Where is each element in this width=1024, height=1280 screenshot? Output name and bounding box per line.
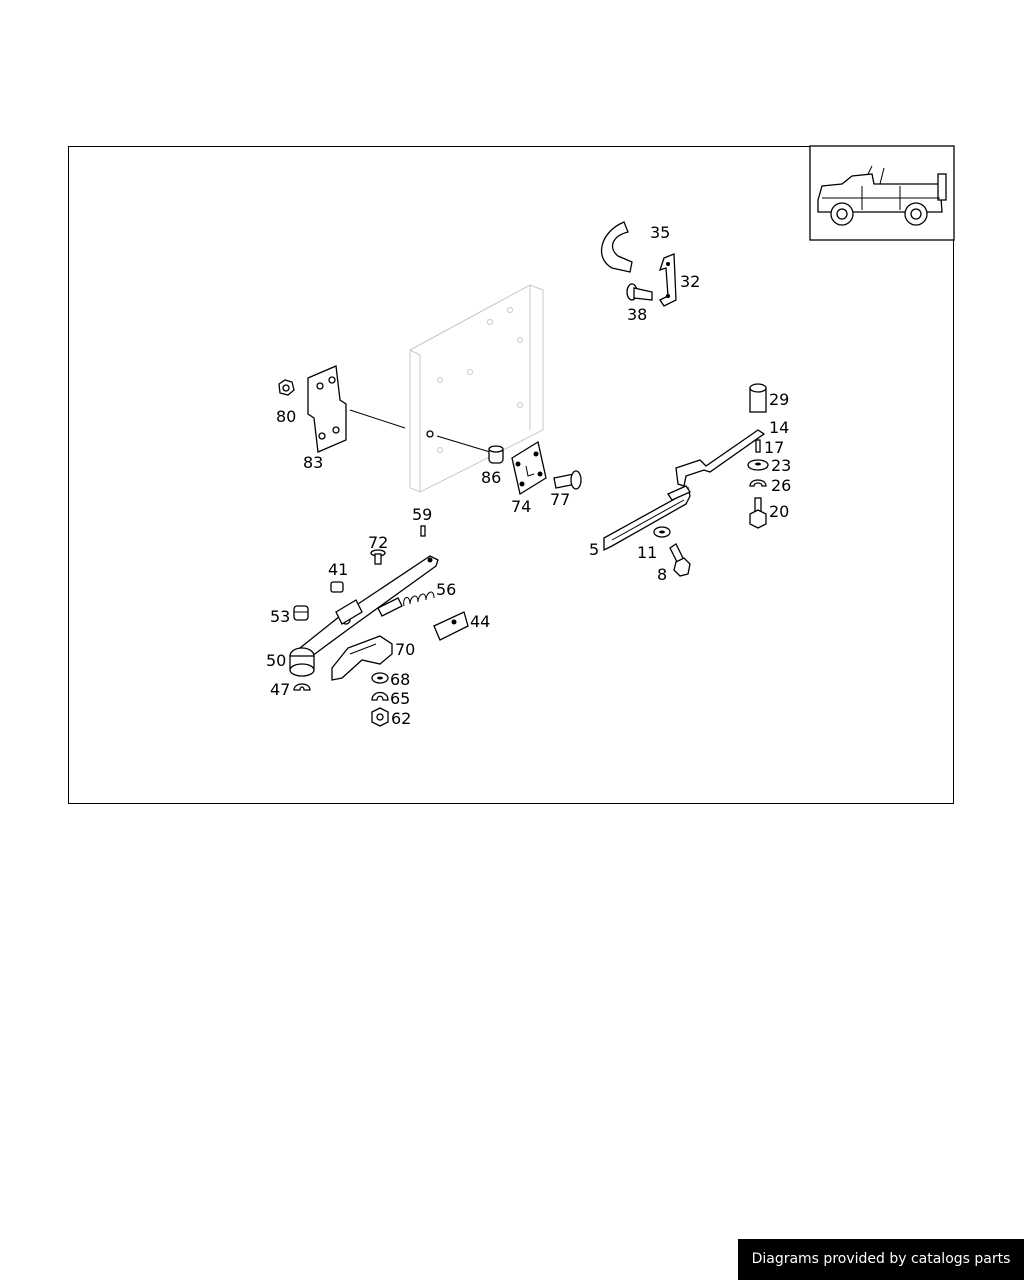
part-65-lock-washer [371,691,389,701]
vehicle-icon [817,165,947,226]
callout-17: 17 [764,438,784,457]
callout-68: 68 [390,670,410,689]
callout-86: 86 [481,468,501,487]
callout-65: 65 [390,689,410,708]
part-26-lock-washer [749,479,767,487]
lever-arm [298,555,439,657]
part-86-bushing [488,445,504,464]
part-35-clamp [601,221,633,273]
callout-56: 56 [436,580,456,599]
part-72-screw [370,549,386,565]
callout-14: 14 [769,418,789,437]
callout-44: 44 [470,612,490,631]
callout-74: 74 [511,497,531,516]
callout-29: 29 [769,390,789,409]
callout-labels: 35 32 38 80 83 86 74 77 29 14 17 23 26 2… [266,223,791,728]
callout-38: 38 [627,305,647,324]
callout-62: 62 [391,709,411,728]
part-77-screw [553,470,582,490]
callout-5: 5 [589,540,599,559]
part-41-cap [330,581,344,593]
part-53-nut [293,605,309,621]
callout-8: 8 [657,565,667,584]
callout-70: 70 [395,640,415,659]
callout-53: 53 [270,607,290,626]
part-5-rail [603,485,691,552]
part-17-pin [755,439,761,453]
callout-26: 26 [771,476,791,495]
callout-35: 35 [650,223,670,242]
callout-72: 72 [368,533,388,552]
callout-23: 23 [771,456,791,475]
part-8-bolt [669,543,691,577]
part-20-bolt [749,497,767,529]
part-56-spring [403,591,435,607]
callout-80: 80 [276,407,296,426]
diagram-frame [68,146,954,804]
part-68-washer [371,672,389,684]
part-47-clip [293,683,311,691]
part-74-plate [511,440,547,496]
part-11-washer [653,526,671,538]
callout-59: 59 [412,505,432,524]
part-32-bracket [658,253,677,307]
callout-77: 77 [550,490,570,509]
callout-47: 47 [270,680,290,699]
callout-83: 83 [303,453,323,472]
part-83-plate [307,365,347,453]
part-23-washer [747,459,769,471]
thumbnail-box [809,145,955,241]
callout-32: 32 [680,272,700,291]
part-70-slider [331,635,393,681]
callout-11: 11 [637,543,657,562]
mounting-panel [349,284,544,493]
callout-20: 20 [769,502,789,521]
part-62-nut [371,707,389,727]
part-44-bracket [433,611,469,641]
callout-50: 50 [266,651,286,670]
part-80-nut [278,379,295,396]
part-38-screw [626,283,653,301]
part-14-link [675,429,766,487]
part-29-spacer [749,383,767,413]
part-50-roller [289,647,315,677]
part-59-pin [420,525,426,537]
callout-41: 41 [328,560,348,579]
credit-banner: Diagrams provided by catalogs parts [738,1239,1024,1280]
